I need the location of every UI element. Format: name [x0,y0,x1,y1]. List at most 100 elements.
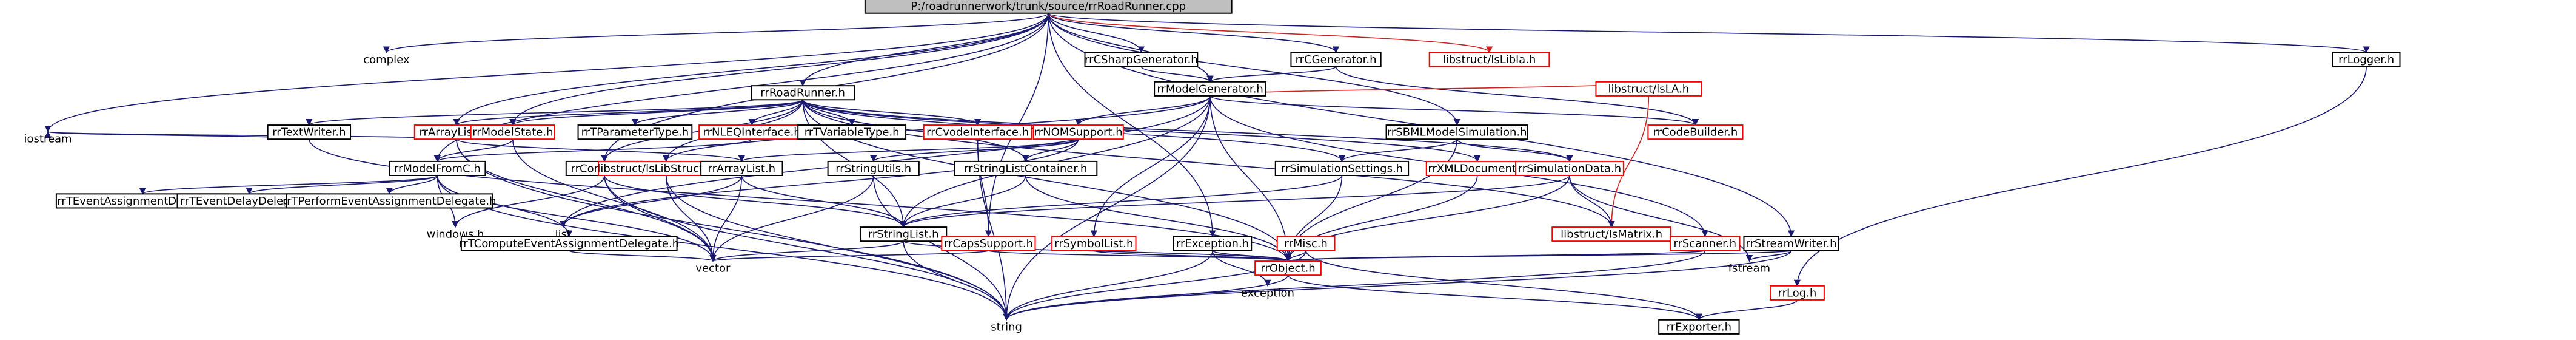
node-rrCapsSupport[interactable]: rrCapsSupport.h [941,236,1036,251]
node-rrLog[interactable]: rrLog.h [1769,285,1825,301]
edge-rrModelGenerator-to-rrObject [1209,95,1292,262]
node-rrTEventDelayDelegate[interactable]: rrTEventDelayDelegate.h [176,193,322,209]
node-rrXMLDocument[interactable]: rrXMLDocument.h [1425,160,1529,176]
node-box [827,160,920,176]
edge-rrCvodeInterface-to-rrCapsSupport [977,139,992,237]
node-complex: complex [363,53,410,66]
node-label: libstruct/lsLA.h [1608,83,1690,95]
node-rrStreamWriter[interactable]: rrStreamWriter.h [1743,236,1839,251]
node-label: rrStringList.h [868,228,939,241]
edge-rrNOMSupport-to-list [560,139,1079,228]
edge-rrRoadRunner-to-rrXMLDocument [802,99,1481,163]
node-label: rrModelGenerator.h [1157,83,1263,95]
edge-rrStringUtils-to-string [872,175,1010,321]
node-box [1276,236,1336,251]
node-rrModelFromC[interactable]: rrModelFromC.h [389,160,486,176]
node-label: rrNOMSupport.h [1034,126,1123,139]
node-rrSimulationData[interactable]: rrSimulationData.h [1514,160,1624,176]
node-label: rrArrayList.h [708,162,776,175]
node-label: rrNLEQInterface.h [703,126,800,139]
node-rrNOMSupport[interactable]: rrNOMSupport.h [1032,124,1124,140]
node-rrCSharpGenerator[interactable]: rrCSharpGenerator.h [1084,52,1199,67]
node-label: rrTextWriter.h [272,126,346,139]
edge-root-to-complex [383,13,1049,53]
node-rrTComputeEventAssignmentDelegate[interactable]: rrTComputeEventAssignmentDelegate.h [459,236,679,251]
node-rrModelGenerator[interactable]: rrModelGenerator.h [1154,81,1266,97]
node-rrNLEQInterface[interactable]: rrNLEQInterface.h [698,124,806,140]
node-rrTVariableType[interactable]: rrTVariableType.h [797,124,907,140]
node-iostream: iostream [24,132,72,145]
node-rrModelState[interactable]: rrModelState.h [470,124,556,140]
edge-libstructLibStructural-to-string [666,175,1010,321]
edge-rrModelFromC-to-rrTEventDelayDelegate [246,175,438,195]
node-box [700,160,783,176]
node-box [1084,52,1199,67]
node-box [1514,160,1624,176]
node-label: rrSymbolList.h [1054,237,1133,250]
edge-root-to-rrCSharpGenerator [1048,13,1145,53]
node-libstructLA[interactable]: libstruct/lsLA.h [1595,81,1702,97]
node-rrTPerformEventAssignmentDelegate[interactable]: rrTPerformEventAssignmentDelegate.h [283,193,496,209]
node-label: rrSimulationSettings.h [1281,162,1403,175]
node-rrStringList[interactable]: rrStringList.h [859,226,948,242]
node-rrCGenerator[interactable]: rrCGenerator.h [1290,52,1382,67]
node-label: rrTPerformEventAssignmentDelegate.h [283,195,496,208]
node-rrMisc[interactable]: rrMisc.h [1276,236,1336,251]
node-box [1551,226,1671,242]
node-rrObject[interactable]: rrObject.h [1254,260,1322,276]
edge-rrModelGenerator-to-rrNOMSupport [1075,95,1211,126]
edge-root-to-rrException [1048,13,1216,237]
edge-rrCompiler-to-windows [452,175,605,228]
node-rrScanner[interactable]: rrScanner.h [1669,236,1741,251]
node-label: rrModelFromC.h [394,162,481,175]
node-box [923,124,1032,140]
node-rrTextWriter[interactable]: rrTextWriter.h [267,124,352,140]
edge-rrRoadRunner-to-rrArrayList2 [453,99,803,126]
node-rrCodeBuilder[interactable]: rrCodeBuilder.h [1647,124,1744,140]
node-label: exception [1241,287,1294,299]
edge-rrLog-to-rrExporter [1695,299,1798,321]
node-root[interactable]: P:/roadrunnerwork/trunk/source/rrRoadRun… [864,0,1233,14]
node-box [1274,160,1410,176]
node-label: rrObject.h [1260,262,1315,275]
node-label: rrExporter.h [1667,321,1731,333]
node-rrTParameterType[interactable]: rrTParameterType.h [577,124,693,140]
node-string: string [991,321,1022,333]
node-rrSymbolList[interactable]: rrSymbolList.h [1051,236,1137,251]
node-label: rrScanner.h [1673,237,1736,250]
edge-rrModelState-to-vector [512,139,717,262]
node-rrStringListContainer[interactable]: rrStringListContainer.h [954,160,1098,176]
edge-rrArrayList-to-list [560,175,743,228]
edge-rrException-to-exception [1212,250,1271,287]
node-rrStringUtils[interactable]: rrStringUtils.h [827,160,920,176]
node-rrRoadRunner[interactable]: rrRoadRunner.h [751,85,855,101]
node-rrCvodeInterface[interactable]: rrCvodeInterface.h [923,124,1032,140]
edge-rrCGenerator-to-rrCodeBuilder [1335,66,1699,126]
node-label: vector [695,262,731,275]
nodes-layer: P:/roadrunnerwork/trunk/source/rrRoadRun… [24,0,2401,335]
node-label: rrModelState.h [472,126,553,139]
edge-root-to-libstructLibla [1048,13,1493,53]
node-label: rrSBMLModelSimulation.h [1387,126,1527,139]
edge-rrMisc-to-rrExporter [1305,250,1702,321]
node-label: libstruct/lsMatrix.h [1561,228,1662,241]
node-rrExporter[interactable]: rrExporter.h [1658,319,1740,335]
edge-rrModelFromC-to-vector [437,175,717,262]
node-rrSBMLModelSimulation[interactable]: rrSBMLModelSimulation.h [1385,124,1528,140]
node-label: rrLogger.h [2338,53,2394,66]
node-rrArrayList[interactable]: rrArrayList.h [700,160,783,176]
node-box [859,226,948,242]
node-libstructLibla[interactable]: libstruct/lsLibla.h [1428,52,1550,67]
node-box [267,124,352,140]
node-label: rrStreamWriter.h [1746,237,1837,250]
node-label: iostream [24,132,72,145]
node-rrLogger[interactable]: rrLogger.h [2332,52,2401,67]
node-rrException[interactable]: rrException.h [1173,236,1253,251]
edge-rrRoadRunner-to-rrStringListContainer [802,100,1029,163]
node-rrSimulationSettings[interactable]: rrSimulationSettings.h [1274,160,1410,176]
node-label: rrMisc.h [1284,237,1327,250]
edge-rrModelGenerator-to-libstructLA [1209,81,1652,97]
node-libstructMatrix[interactable]: libstruct/lsMatrix.h [1551,226,1671,242]
edge-rrSimulationData-to-rrStringList [900,175,1570,228]
